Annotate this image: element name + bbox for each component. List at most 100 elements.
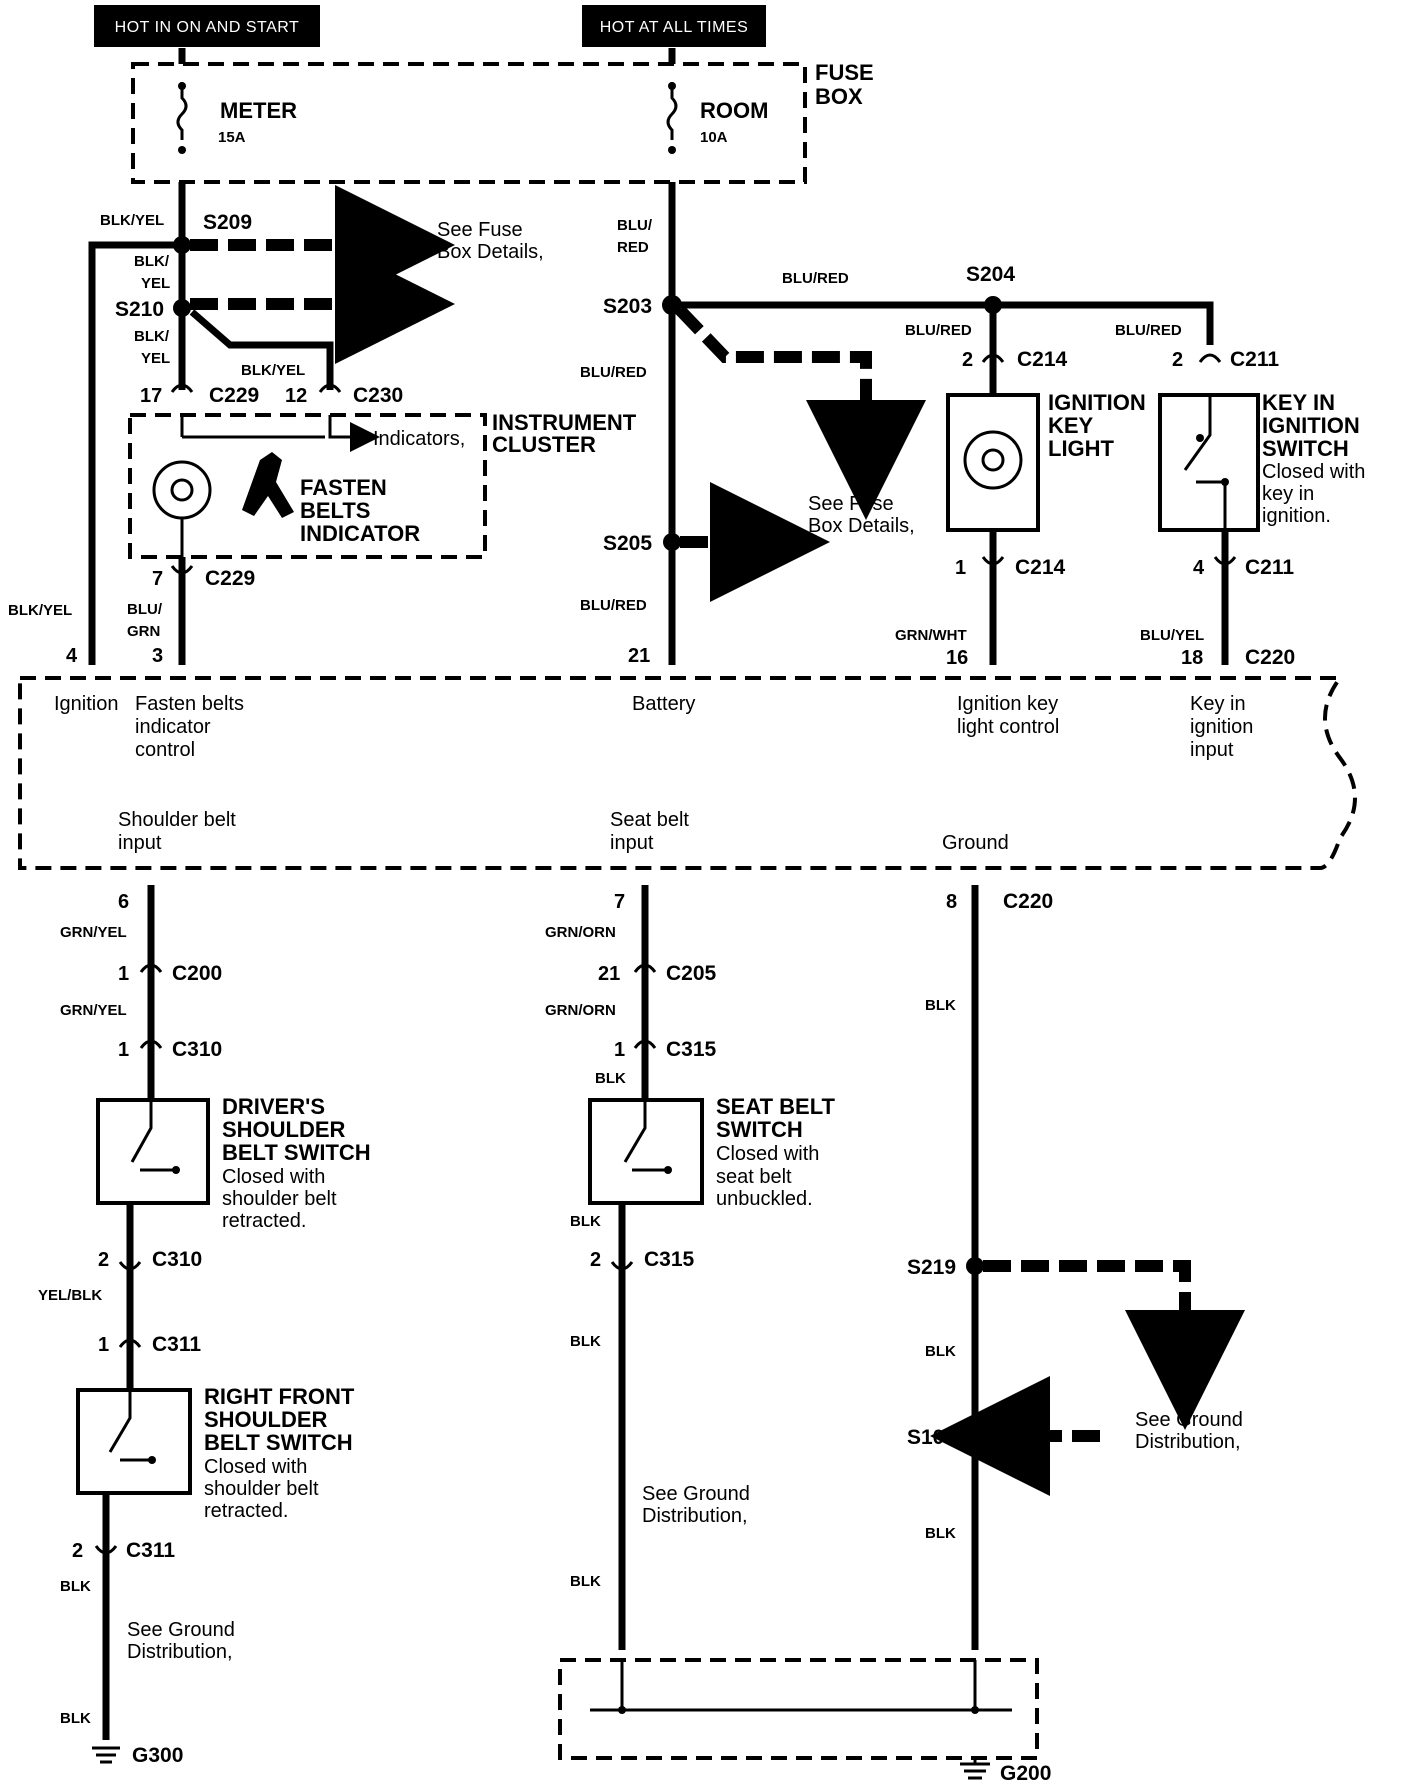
svg-text:1: 1 [98,1334,109,1356]
svg-text:FASTEN: FASTEN [300,475,387,500]
svg-text:RIGHT FRONT: RIGHT FRONT [204,1384,355,1409]
svg-text:input: input [118,832,162,854]
svg-text:BLU/RED: BLU/RED [1115,322,1182,339]
room-fuse-icon [666,82,678,140]
svg-text:S204: S204 [966,263,1015,286]
ignition-key-light: BLU/RED 2 C214 IGNITION KEY LIGHT 1 C214… [895,322,1146,669]
seatbelt-person-icon [242,452,294,518]
splice-s219 [966,1257,984,1275]
svg-text:3: 3 [152,645,163,667]
svg-text:C211: C211 [1245,556,1294,579]
meter-fuse-icon [176,82,188,140]
control-unit: Ignition Fasten belts indicator control … [18,676,1357,870]
svg-text:1: 1 [955,557,966,579]
svg-text:ignition.: ignition. [1262,505,1331,527]
svg-text:4: 4 [1193,557,1205,579]
svg-text:C205: C205 [666,962,717,985]
svg-text:C220: C220 [1003,890,1053,913]
svg-text:S205: S205 [603,532,652,555]
svg-text:C311: C311 [152,1333,201,1356]
svg-text:C211: C211 [1230,348,1279,371]
svg-text:LIGHT: LIGHT [1048,436,1115,461]
instrument-cluster: INSTRUMENT CLUSTER Indicators, FASTEN BE… [128,410,637,559]
svg-text:Box Details,: Box Details, [437,241,544,263]
svg-text:BLU/: BLU/ [127,601,163,618]
svg-text:See Ground: See Ground [127,1619,235,1641]
svg-text:2: 2 [590,1249,601,1271]
key-in-ignition-switch: BLU/RED 2 C211 KEY IN IGNITION SWITCH Cl… [1115,322,1365,669]
seat-belt-switch-circuit: 7 GRN/ORN 21 C205 GRN/ORN 1 C315 BLK SEA… [545,885,836,1650]
svg-text:key in: key in [1262,483,1314,505]
svg-text:Distribution,: Distribution, [1135,1431,1241,1453]
svg-text:Closed with: Closed with [204,1456,307,1478]
svg-text:BLU/YEL: BLU/YEL [1140,627,1204,644]
svg-text:See Ground: See Ground [642,1483,750,1505]
svg-text:GRN: GRN [127,623,160,640]
svg-text:Closed with: Closed with [1262,461,1365,483]
svg-text:INSTRUMENT: INSTRUMENT [492,410,637,435]
svg-text:input: input [610,832,654,854]
svg-text:C229: C229 [209,384,259,407]
svg-text:1: 1 [614,1039,625,1061]
svg-text:15A: 15A [218,129,246,146]
svg-text:Key in: Key in [1190,693,1246,715]
svg-text:light control: light control [957,716,1059,738]
svg-text:SWITCH: SWITCH [716,1117,803,1142]
svg-text:10A: 10A [700,129,728,146]
svg-text:C200: C200 [172,962,222,985]
svg-text:21: 21 [598,963,620,985]
header-hot-at-all-times: HOT AT ALL TIMES [582,5,766,47]
svg-text:7: 7 [614,891,625,913]
svg-text:BLU/RED: BLU/RED [782,270,849,287]
ground-g200-icon [960,1758,990,1780]
svg-text:HOT IN ON AND START: HOT IN ON AND START [115,19,300,36]
svg-text:GRN/WHT: GRN/WHT [895,627,967,644]
svg-text:C315: C315 [666,1038,717,1061]
svg-text:seat belt: seat belt [716,1166,792,1188]
svg-text:See Fuse: See Fuse [808,493,894,515]
svg-text:input: input [1190,739,1234,761]
svg-text:S105: S105 [907,1426,956,1449]
svg-text:GRN/YEL: GRN/YEL [60,1002,127,1019]
svg-text:SHOULDER: SHOULDER [204,1407,328,1432]
svg-text:1: 1 [118,1039,129,1061]
svg-text:2: 2 [962,349,973,371]
svg-text:S209: S209 [203,211,252,234]
svg-text:Box Details,: Box Details, [808,515,915,537]
svg-text:SEAT BELT: SEAT BELT [716,1094,836,1119]
svg-text:Fasten belts: Fasten belts [135,693,244,715]
svg-text:Ground: Ground [942,832,1009,854]
svg-text:shoulder belt: shoulder belt [204,1478,319,1500]
svg-text:SWITCH: SWITCH [1262,436,1349,461]
svg-text:G200: G200 [1000,1762,1051,1785]
svg-text:GRN/ORN: GRN/ORN [545,924,616,941]
svg-text:BLK/: BLK/ [134,253,170,270]
svg-text:retracted.: retracted. [204,1500,288,1522]
svg-text:BLK: BLK [925,997,956,1014]
drivers-switch-contact-icon [130,1100,176,1172]
svg-text:Distribution,: Distribution, [127,1641,233,1663]
svg-text:18: 18 [1181,647,1203,669]
splice-s205 [663,533,681,551]
svg-text:retracted.: retracted. [222,1210,306,1232]
svg-text:7: 7 [152,568,163,590]
svg-text:control: control [135,739,195,761]
meter-fuse-label: METER [220,98,297,123]
svg-text:BLK: BLK [60,1710,91,1727]
svg-text:1: 1 [118,963,129,985]
svg-text:Shoulder belt: Shoulder belt [118,809,236,831]
svg-text:12: 12 [285,385,307,407]
left-circuit: BLK/YEL S209 See Fuse Box Details, BLK/ … [88,182,544,665]
svg-text:shoulder belt: shoulder belt [222,1188,337,1210]
svg-text:ignition: ignition [1190,716,1253,738]
svg-text:6: 6 [118,891,129,913]
svg-text:KEY IN: KEY IN [1262,390,1335,415]
fuse-box: FUSE BOX METER 15A ROOM 10A [131,48,874,184]
svg-text:YEL: YEL [141,350,170,367]
ground-g200-block: G200 [558,1658,1051,1785]
svg-text:Closed with: Closed with [716,1143,819,1165]
svg-text:C315: C315 [644,1248,695,1271]
svg-text:BELTS: BELTS [300,498,370,523]
svg-text:IGNITION: IGNITION [1048,390,1146,415]
splice-s105 [966,1427,984,1445]
